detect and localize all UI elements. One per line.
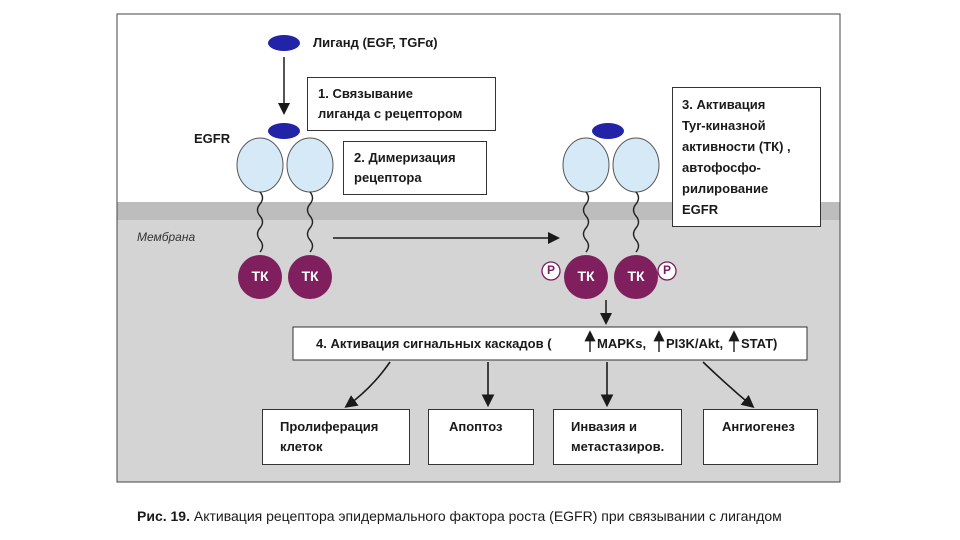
step-binding-box: 1. Связывание лиганда с рецептором [307,77,496,131]
phosphate-label-right: P [662,263,671,277]
kinase-label-left-a: ТК [251,268,269,284]
step-activation-text: 3. Активация Tyr-киназной активности (ТК… [682,97,791,217]
cascade-box [292,326,808,361]
bound-ligand-right [592,123,624,139]
ligand-legend-icon [268,35,300,51]
phosphate-label-left: P [546,263,555,277]
kinase-label-right-a: ТК [577,268,595,284]
cascade-prefix: 4. Активация сигнальных каскадов ( [316,336,552,351]
transmembrane-left-a [256,191,264,253]
membrane-band [117,202,840,220]
step-dimerization-text: 2. Димеризация рецептора [354,150,456,185]
kinase-domain-left-b [288,255,332,299]
outcome-apoptosis-box: Апоптоз [428,409,534,465]
outcome-invasion-box: Инвазия и метастазиров. [553,409,682,465]
transmembrane-left-b [306,191,314,253]
figure-frame [116,13,841,483]
receptor-label: EGFR [194,131,231,146]
receptor-right-b [612,137,660,193]
figure-caption: Рис. 19. Активация рецептора эпидермальн… [137,508,782,524]
receptor-right-a [562,137,610,193]
outcome-angiogenesis-text: Ангиогенез [722,419,795,434]
membrane-label: Мембрана [137,230,196,244]
outcome-invasion-text: Инвазия и метастазиров. [571,419,665,454]
receptor-left-b [286,137,334,193]
bound-ligand-left [268,123,300,139]
outcome-proliferation-text: Пролиферация клеток [280,419,379,454]
ligand-label: Лиганд (EGF, TGFα) [313,35,438,50]
cascade-item-mapk: MAPKs, [597,336,647,351]
transmembrane-right-b [632,191,640,253]
transmembrane-right-a [582,191,590,253]
phosphate-right [657,261,677,281]
kinase-label-right-b: ТК [627,268,645,284]
outcome-proliferation-box: Пролиферация клеток [262,409,410,465]
step-binding-text: 1. Связывание лиганда с рецептором [318,86,463,121]
caption-text: Активация рецептора эпидермального факто… [193,508,782,524]
kinase-domain-right-b [614,255,658,299]
phosphate-left [541,261,561,281]
kinase-domain-left-a [238,255,282,299]
arrow-to-angiogenesis [702,361,755,409]
cascade-item-stat: STAT) [741,336,778,351]
kinase-label-left-b: ТК [301,268,319,284]
kinase-domain-right-a [564,255,608,299]
step-dimerization-box: 2. Димеризация рецептора [343,141,487,195]
outcome-angiogenesis-box: Ангиогенез [703,409,818,465]
step-activation-box: 3. Активация Tyr-киназной активности (ТК… [672,87,821,227]
receptor-left-a [236,137,284,193]
arrow-to-proliferation [344,361,391,408]
cascade-item-pi3k: PI3K/Akt, [666,336,724,351]
outcome-apoptosis-text: Апоптоз [449,419,503,434]
caption-number: Рис. 19. [137,508,190,524]
